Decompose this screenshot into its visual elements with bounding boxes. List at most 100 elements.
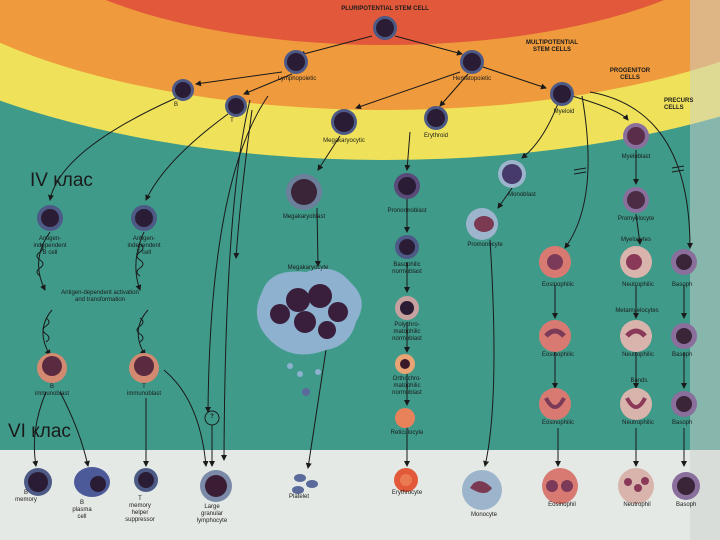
squiggle-t-2	[136, 317, 144, 343]
label-b-memory: B memory	[15, 490, 37, 503]
label-metamyelocytes: Metamyelocytes	[615, 308, 659, 314]
squiggle-marks	[36, 243, 144, 343]
label-bands: Bands	[630, 378, 648, 384]
arrow-stem-to-hematopoietic	[394, 35, 463, 56]
label-promyelocyte: Promyelocyte	[617, 216, 655, 222]
label-basophilic-3: Basoph	[672, 420, 693, 426]
arrow-lympho-to-lgl	[221, 99, 251, 461]
label-question-mark: ?	[210, 414, 214, 420]
label-promonocyte: Promonocyte	[467, 242, 503, 248]
label-t: T	[230, 118, 234, 124]
basophilic-band	[671, 391, 697, 417]
arrow-myeloid-to-basophilic	[589, 91, 693, 249]
label-erythroid: Erythroid	[423, 133, 448, 139]
arrow-myeloid-to-myeloblast	[571, 95, 629, 121]
monocyte-cell	[462, 470, 502, 510]
arrow-promonocyte-to-monocyte	[483, 239, 495, 467]
arrow-t-to-agindep-t	[145, 113, 229, 201]
promonocyte-cell	[466, 208, 498, 240]
arrow-lympho-to-t	[243, 73, 293, 95]
b-memory-cell	[24, 468, 52, 496]
ag-indep-b-cell	[37, 205, 63, 231]
label-polychromatophilic: Polychro- matophilic normoblast	[392, 322, 422, 342]
annotation-class-iv: IV клас	[30, 170, 93, 191]
arrow-monoblast-to-promonocyte	[497, 187, 513, 209]
label-megakaryoblast: Megakaryoblast	[282, 214, 326, 220]
eosinophilic-metamyelocyte	[539, 320, 571, 352]
megakaryocyte-cell	[256, 268, 362, 396]
question-circle	[204, 410, 220, 426]
label-platelet: Platelet	[288, 494, 309, 500]
label-basophilic-1: Basoph	[672, 282, 693, 288]
orthochromatophilic-cell	[395, 354, 415, 374]
b-plasma-cell	[74, 467, 110, 497]
arrow-erythroid-to-pronormoblast	[404, 131, 411, 171]
label-eosinophilic-2: Eosinophilic	[541, 352, 575, 358]
lineage-arrows	[32, 35, 693, 469]
neutrophilic-metamyelocyte	[620, 320, 652, 352]
arrow-b-immunoblast-to-memory	[32, 391, 47, 467]
promyelocyte-cell	[623, 187, 649, 213]
squiggle-t	[136, 243, 144, 277]
basophilic-myelocyte-1	[671, 249, 697, 275]
label-eosinophil: Eosinophil	[548, 502, 576, 508]
b-immunoblast-cell	[37, 353, 67, 383]
label-lgl: Large granular lymphocyte	[196, 504, 228, 524]
label-neutrophilic-2: Neutrophilic	[622, 352, 654, 358]
arrow-lympho-to-b	[195, 71, 283, 87]
arrow-hema-to-megakaryocytic	[355, 71, 461, 110]
b-progenitor-cell	[172, 79, 194, 101]
label-lymphopoietic: Lymphopoietic	[277, 76, 317, 82]
label-basophilic-normoblast: Basophilic normoblast	[392, 262, 422, 275]
label-myelocytes: Myelocytes	[620, 237, 651, 243]
arrow-b-immunoblast-to-plasma	[59, 391, 90, 467]
label-hematopoietic: Hematopoietic	[452, 76, 492, 82]
lymphopoietic-cell	[284, 50, 308, 74]
erythroid-cell	[424, 106, 448, 130]
arrow-myeloid-to-eosinophilic	[564, 95, 589, 249]
basophilic-normoblast-cell	[395, 235, 419, 259]
basophilic-metamyelocyte	[671, 323, 697, 349]
neutrophilic-band	[620, 388, 652, 420]
label-megakaryocyte: Megakaryocyte	[287, 265, 329, 271]
polychromatophilic-cell	[395, 296, 419, 320]
label-ag-dep-activation: Antigen-dependent activation and transfo…	[61, 290, 139, 303]
neutrophil-cell	[618, 468, 654, 504]
label-basophilic-2: Basoph	[672, 352, 693, 358]
pluripotential-stem-cell	[373, 16, 397, 40]
ag-indep-t-cell	[131, 205, 157, 231]
arrow-promyelocyte-to-neutrophilic	[635, 213, 643, 245]
label-pronormoblast: Pronormoblast	[387, 208, 427, 214]
platelet-cells	[292, 474, 318, 494]
t-memory-cell	[134, 468, 158, 492]
hematopoietic-cell	[460, 50, 484, 74]
arrow-activation-to-t-immunoblast	[137, 309, 149, 356]
pronormoblast-cell	[394, 173, 420, 199]
label-erythrocyte: Erythrocyte	[391, 490, 423, 496]
arrow-agindep-t-to-activation	[135, 231, 145, 291]
neutrophilic-myelocyte-1	[620, 246, 652, 278]
label-b-plasma: B plasma cell	[72, 500, 92, 520]
label-basophil: Basoph	[676, 502, 697, 508]
label-progenitor: PROGENITOR CELLS	[609, 68, 651, 81]
bottom-strip	[0, 450, 720, 540]
label-neutrophil: Neutrophil	[623, 502, 651, 508]
arrow-t-immunoblast-to-lgl	[163, 369, 209, 467]
eosinophilic-band	[539, 388, 571, 420]
annotation-class-vi: VI клас	[8, 421, 71, 442]
squiggle-b	[36, 243, 44, 277]
label-eosinophilic-3: Eosinophilic	[541, 420, 575, 426]
arrow-hema-to-myeloid	[479, 65, 547, 90]
arrow-hema-to-erythroid	[439, 73, 469, 107]
reticulocyte-cell	[395, 408, 415, 428]
lgl-cell	[200, 470, 232, 502]
arrow-megakaryocyte-to-platelet	[305, 349, 327, 469]
arrow-megakaryocytic-to-megakaryoblast	[317, 135, 341, 171]
cells	[24, 16, 700, 510]
label-multipotential: MULTIPOTENTIAL STEM CELLS	[526, 40, 578, 53]
myeloid-cell	[550, 82, 574, 106]
label-t-immunoblast: T immunoblast	[126, 384, 161, 397]
arrow-agindep-b-to-activation	[38, 231, 51, 291]
